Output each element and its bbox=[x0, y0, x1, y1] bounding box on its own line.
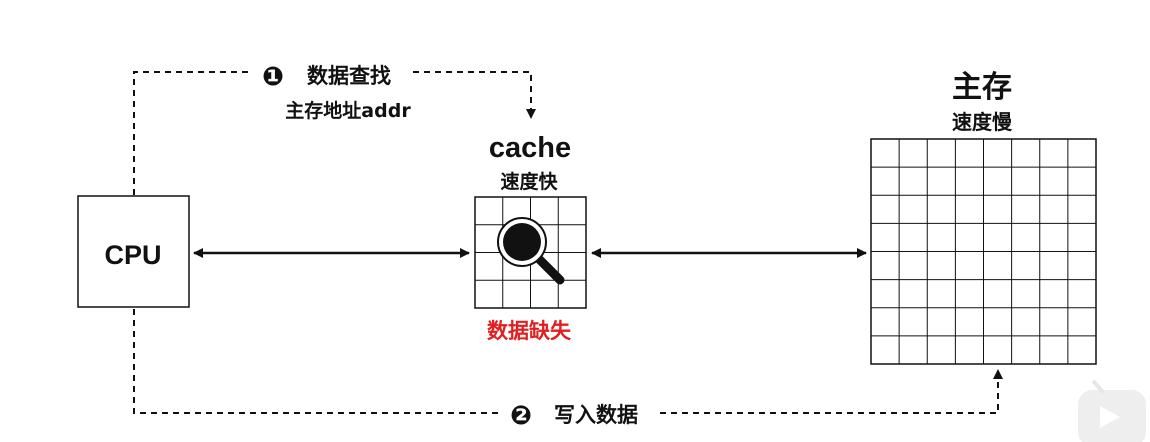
cache-subtitle: 速度快 bbox=[500, 170, 558, 193]
cpu-box bbox=[77, 195, 190, 308]
step2-label: 写入数据 bbox=[554, 403, 638, 427]
step2-write-path bbox=[133, 309, 1003, 414]
magnifier-icon bbox=[497, 217, 565, 285]
step1-sublabel: 主存地址addr bbox=[285, 99, 411, 122]
memory-title: 主存 bbox=[952, 70, 1012, 105]
cpu-label: CPU bbox=[104, 240, 161, 270]
app-logo-icon bbox=[1078, 380, 1146, 442]
step1-label: 数据查找 bbox=[307, 64, 391, 88]
step2-badge: ❷ bbox=[510, 401, 532, 431]
step1-badge: ❶ bbox=[262, 62, 284, 92]
memory-grid bbox=[870, 138, 1097, 365]
memory-subtitle: 速度慢 bbox=[952, 110, 1013, 134]
cache-title: cache bbox=[489, 132, 571, 164]
cache-miss-label: 数据缺失 bbox=[487, 319, 572, 343]
step1-lookup-path bbox=[133, 71, 536, 195]
